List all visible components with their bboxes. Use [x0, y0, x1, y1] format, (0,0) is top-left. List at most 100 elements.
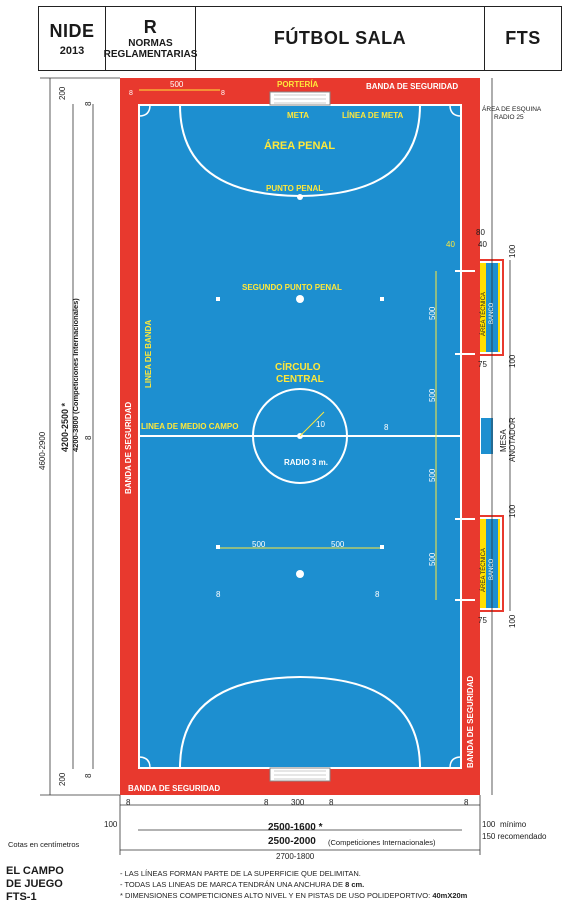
center-circle-label-2: CENTRAL: [276, 374, 324, 385]
bench-label-bottom: BANCO: [489, 558, 495, 580]
mark: [216, 545, 220, 549]
substitution-marks: [455, 270, 475, 601]
dim-100-4: 100: [508, 614, 517, 628]
touchline-label: LINEA DE BANDA: [144, 319, 153, 388]
dim-8-bottom-3: 8: [329, 798, 334, 807]
dim-8-top: 8: [221, 90, 225, 97]
dim-300-goal: 300: [291, 798, 305, 807]
dim-500-right: 500: [331, 540, 345, 549]
dim-8-bottom-4: 8: [464, 798, 469, 807]
caption-line-3: FTS-1: [6, 891, 37, 903]
header-title-cell: FÚTBOL SALA: [196, 7, 485, 70]
dim-court-length-intl: 4200-3800 (Competiciones Internacionales…: [71, 298, 80, 452]
meta-label: META: [287, 111, 310, 120]
dim-200-top: 200: [58, 86, 67, 100]
penalty-spot-label: PUNTO PENAL: [266, 184, 324, 193]
outer-dimensions: [40, 77, 511, 855]
header-code: FTS: [505, 28, 541, 48]
corner-radius-label: RADIO 25: [494, 114, 524, 121]
penalty-area-bottom: [179, 675, 421, 769]
dim-500-right-3: 500: [428, 468, 437, 482]
second-penalty-spot-bottom: [296, 570, 304, 578]
note-2: - TODAS LAS LINEAS DE MARCA TENDRÁN UNA …: [120, 880, 343, 889]
note-2-bold: 8 cm.: [345, 880, 365, 889]
dim-8-left-top: 8: [84, 101, 93, 106]
corner-area-label: ÁREA DE ESQUINA: [482, 106, 542, 113]
header-reglamentarias: REGLAMENTARIAS: [103, 49, 198, 60]
dim-75-top: 75: [478, 360, 487, 369]
scorer-label-1: MESA: [499, 429, 508, 452]
dim-recomendado: 150 recomendado: [482, 832, 547, 841]
goal-net: [274, 770, 326, 780]
corner-arc: [449, 756, 462, 769]
header-r-cell: R NORMAS REGLAMENTARIAS: [103, 7, 198, 70]
dim-8-mark-left: 8: [216, 590, 221, 599]
inner-dimensions: [139, 89, 437, 600]
notes-block: - LAS LÍNEAS FORMAN PARTE DE LA SUPERFIC…: [120, 868, 467, 901]
dim-500-top: 500: [170, 80, 184, 89]
mark: [380, 545, 384, 549]
technical-area-bottom: [476, 515, 504, 612]
dim-8-bottom-2: 8: [264, 798, 269, 807]
units-note: Cotas en centímetros: [8, 840, 80, 849]
header-nide: NIDE: [49, 20, 95, 41]
dim-8-bottom-1: 8: [126, 798, 131, 807]
center-circle-label-1: CÍRCULO: [275, 362, 321, 373]
dim-200-bottom: 200: [58, 772, 67, 786]
dim-40-left: 40: [446, 240, 455, 249]
scorer-table: [481, 418, 493, 454]
halfway-line-label: LINEA DE MEDIO CAMPO: [141, 422, 239, 431]
header-r: R: [143, 17, 158, 37]
header-table: NIDE 2013 R NORMAS REGLAMENTARIAS FÚTBOL…: [38, 6, 562, 71]
mark: [216, 297, 220, 301]
header-code-cell: FTS: [485, 7, 561, 70]
dim-total-length: 4600-2900: [38, 431, 47, 470]
corner-arc: [138, 756, 151, 769]
corner-arc: [138, 104, 151, 117]
mark: [380, 297, 384, 301]
dim-10-center: 10: [316, 420, 325, 429]
dim-8-mark-right: 8: [375, 590, 380, 599]
dim-total-width: 2700-1800: [276, 852, 315, 861]
header-normas: NORMAS: [128, 38, 173, 49]
caption-line-1: EL CAMPO: [6, 865, 64, 877]
note-2-row: - TODAS LAS LINEAS DE MARCA TENDRÁN UNA …: [120, 879, 467, 890]
scorer-label-2: ANOTADOR: [508, 417, 517, 462]
note-3: * DIMENSIONES COMPETICIONES ALTO NIVEL Y…: [120, 891, 431, 900]
page-title: FÚTBOL SALA: [273, 28, 407, 48]
technical-area-label-top: ÁREA TÉCNICA: [481, 292, 487, 336]
penalty-area-label: ÁREA PENAL: [264, 140, 336, 152]
dim-500-right-1: 500: [428, 306, 437, 320]
radius-label: RADIO 3 m.: [284, 458, 329, 467]
safety-band-label-right: BANDA DE SEGURIDAD: [466, 675, 475, 768]
dim-court-width: 2500-1600 *: [268, 822, 323, 833]
dim-100-2: 100: [508, 354, 517, 368]
note-3-row: * DIMENSIONES COMPETICIONES ALTO NIVEL Y…: [120, 890, 467, 901]
dim-8-left-bottom: 8: [84, 773, 93, 778]
note-3-bold: 40mX20m: [432, 891, 468, 900]
second-penalty-spot-label: SEGUNDO PUNTO PENAL: [242, 283, 342, 292]
goal-line-label: LÍNEA DE META: [342, 111, 404, 120]
dim-100-right-bottom: 100: [482, 820, 496, 829]
dim-500-right-2: 500: [428, 388, 437, 402]
safety-band-label-left: BANDA DE SEGURIDAD: [124, 401, 133, 494]
dim-500-right-4: 500: [428, 552, 437, 566]
figure-caption: EL CAMPO DE JUEGO FTS-1: [6, 865, 64, 904]
dim-100-1: 100: [508, 244, 517, 258]
penalty-spot-top: [297, 194, 303, 200]
dim-8-left-mid: 8: [84, 435, 93, 440]
dim-8-center: 8: [384, 423, 389, 432]
safety-band-label-bottom: BANDA DE SEGURIDAD: [128, 784, 221, 793]
bench-label-top: BANCO: [489, 302, 495, 324]
dim-court-length: 4200-2500 *: [60, 402, 70, 452]
second-penalty-spot-top: [296, 295, 304, 303]
dim-court-width-intl-note: (Competiciones Internacionales): [328, 838, 436, 847]
dim-75-bottom: 75: [478, 616, 487, 625]
technical-area-label-bottom: ÁREA TÉCNICA: [481, 548, 487, 592]
dim-80: 80: [476, 228, 485, 237]
porteria-label: PORTERÍA: [277, 80, 319, 89]
center-circle: [252, 388, 348, 484]
goal-net: [274, 94, 326, 104]
dim-100-left-bottom: 100: [104, 820, 118, 829]
